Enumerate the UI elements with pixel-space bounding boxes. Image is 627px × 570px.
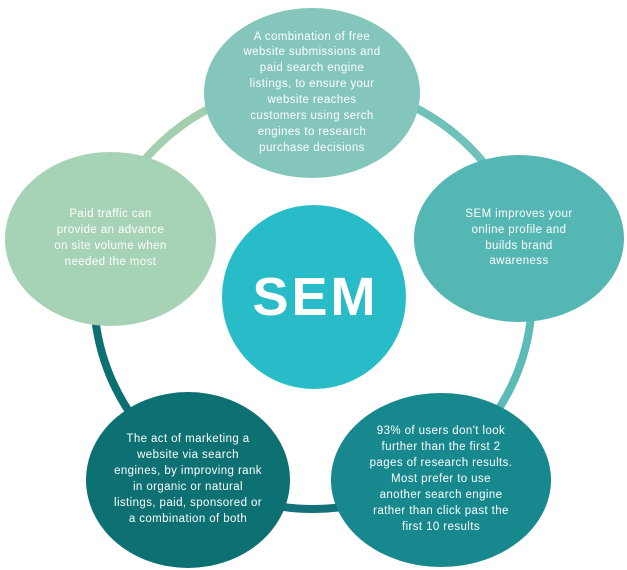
text-line: website submissions and bbox=[243, 46, 381, 59]
text-line: further than the first 2 bbox=[381, 441, 501, 454]
bubble-bottom-left-text: The act of marketing a website via searc… bbox=[114, 432, 262, 527]
text-line: A combination of free bbox=[253, 30, 371, 43]
text-line: listings, to ensure your bbox=[249, 78, 375, 91]
center-sem-circle: SEM bbox=[222, 205, 406, 389]
bubble-top-text: A combination of free website submission… bbox=[243, 30, 380, 157]
text-line: purchase decisions bbox=[259, 141, 365, 154]
bubble-top-definition: A combination of free website submission… bbox=[204, 8, 420, 178]
text-line: engines, by improving rank bbox=[114, 465, 262, 478]
text-line: builds brand bbox=[485, 239, 553, 252]
text-line: Most prefer to use bbox=[391, 473, 491, 486]
text-line: awareness bbox=[489, 255, 549, 268]
text-line: in organic or natural bbox=[132, 481, 244, 493]
text-line: needed the most bbox=[64, 255, 157, 268]
text-line: website reaches bbox=[267, 94, 357, 106]
text-line: on site volume when bbox=[54, 240, 167, 252]
text-line: online profile and bbox=[471, 223, 567, 236]
text-line: website via search bbox=[137, 449, 239, 462]
text-line: The act of marketing a bbox=[126, 433, 250, 446]
bubble-right-text: SEM improves your online profile and bui… bbox=[465, 207, 572, 270]
text-line: first 10 results bbox=[402, 520, 480, 533]
bubble-brand-awareness: SEM improves your online profile and bui… bbox=[414, 155, 624, 322]
bubble-user-statistics: 93% of users don't look further than the… bbox=[331, 393, 551, 567]
bubble-left-text: Paid traffic can provide an advance on s… bbox=[54, 207, 166, 270]
text-line: customers using serch bbox=[250, 109, 374, 122]
text-line: paid search engine bbox=[259, 62, 365, 75]
text-line: rather than click past the bbox=[373, 504, 509, 517]
bubble-bottom-right-text: 93% of users don't look further than the… bbox=[370, 424, 513, 535]
bubble-marketing-definition: The act of marketing a website via searc… bbox=[86, 392, 290, 568]
bubble-paid-traffic: Paid traffic can provide an advance on s… bbox=[5, 152, 216, 326]
text-line: Paid traffic can bbox=[69, 208, 152, 221]
sem-title: SEM bbox=[252, 267, 379, 327]
text-line: a combination of both bbox=[128, 512, 248, 525]
text-line: 93% of users don't look bbox=[376, 425, 506, 438]
text-line: another search engine bbox=[379, 488, 503, 501]
text-line: pages of research results. bbox=[369, 457, 513, 470]
text-line: provide an advance bbox=[56, 224, 165, 237]
text-line: listings, paid, sponsored or bbox=[114, 496, 262, 509]
text-line: engines to research bbox=[257, 125, 367, 138]
text-line: SEM improves your bbox=[465, 207, 573, 220]
